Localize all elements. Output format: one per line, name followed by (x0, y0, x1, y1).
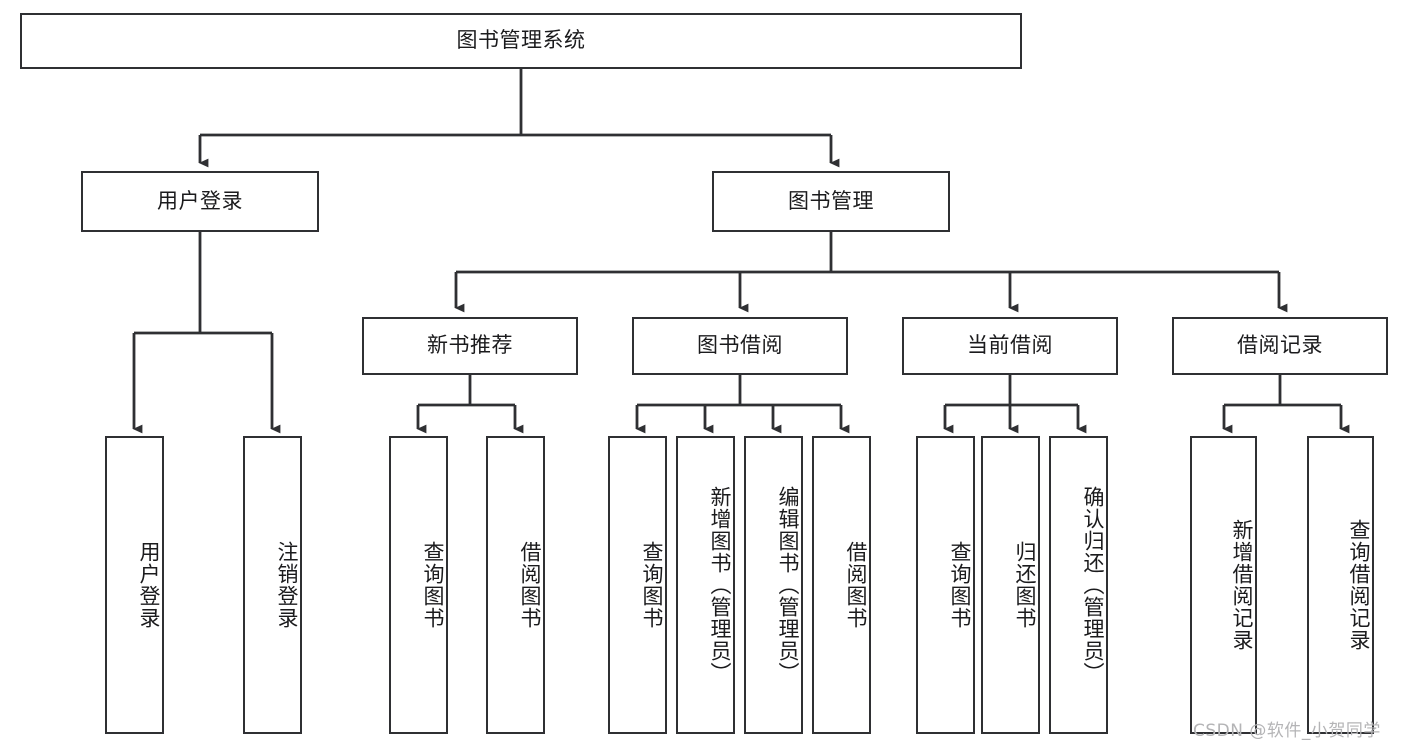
leaf-query-borrow-record[interactable]: 查询借阅记录 (1307, 436, 1374, 734)
node-new-book-recommendation[interactable]: 新书推荐 (362, 317, 578, 375)
leaf-confirm-return-admin[interactable]: 确认归还（管理员） (1049, 436, 1108, 734)
node-label: 确认归还（管理员） (1081, 486, 1105, 684)
node-label: 查询图书 (421, 541, 445, 629)
leaf-borrow-books-new[interactable]: 借阅图书 (486, 436, 545, 734)
node-label: 当前借阅 (967, 333, 1053, 358)
leaf-borrow-books[interactable]: 借阅图书 (812, 436, 871, 734)
node-label: 图书管理 (788, 188, 874, 213)
node-book-management[interactable]: 图书管理 (712, 171, 950, 232)
node-label: 用户登录 (157, 188, 243, 213)
node-current-borrowing[interactable]: 当前借阅 (902, 317, 1118, 375)
leaf-return-books[interactable]: 归还图书 (981, 436, 1040, 734)
node-label: 图书借阅 (697, 333, 783, 358)
leaf-logout[interactable]: 注销登录 (243, 436, 302, 734)
node-label: 新书推荐 (427, 333, 513, 358)
node-label: 注销登录 (275, 541, 299, 629)
node-label: 新增图书（管理员） (708, 486, 732, 684)
node-label: 借阅图书 (518, 541, 542, 629)
node-book-borrowing[interactable]: 图书借阅 (632, 317, 848, 375)
node-label: 查询图书 (948, 541, 972, 629)
watermark-text: CSDN @软件_小贺同学 (1193, 721, 1381, 741)
csdn-watermark: CSDN @软件_小贺同学 (1193, 716, 1381, 741)
node-label: 借阅图书 (844, 541, 868, 629)
node-label: 借阅记录 (1237, 333, 1323, 358)
leaf-query-books-new[interactable]: 查询图书 (389, 436, 448, 734)
node-label: 编辑图书（管理员） (776, 486, 800, 684)
leaf-edit-book-admin[interactable]: 编辑图书（管理员） (744, 436, 803, 734)
leaf-add-borrow-record[interactable]: 新增借阅记录 (1190, 436, 1257, 734)
node-label: 查询图书 (640, 541, 664, 629)
node-borrowing-records[interactable]: 借阅记录 (1172, 317, 1388, 375)
node-label: 用户登录 (137, 541, 161, 629)
node-label: 查询借阅记录 (1347, 519, 1371, 651)
node-root-book-management-system[interactable]: 图书管理系统 (20, 13, 1022, 69)
leaf-query-books-borrow[interactable]: 查询图书 (608, 436, 667, 734)
leaf-add-book-admin[interactable]: 新增图书（管理员） (676, 436, 735, 734)
leaf-user-login[interactable]: 用户登录 (105, 436, 164, 734)
node-label: 归还图书 (1013, 541, 1037, 629)
leaf-query-books-current[interactable]: 查询图书 (916, 436, 975, 734)
node-user-login[interactable]: 用户登录 (81, 171, 319, 232)
node-label: 图书管理系统 (456, 28, 586, 53)
node-label: 新增借阅记录 (1230, 519, 1254, 651)
